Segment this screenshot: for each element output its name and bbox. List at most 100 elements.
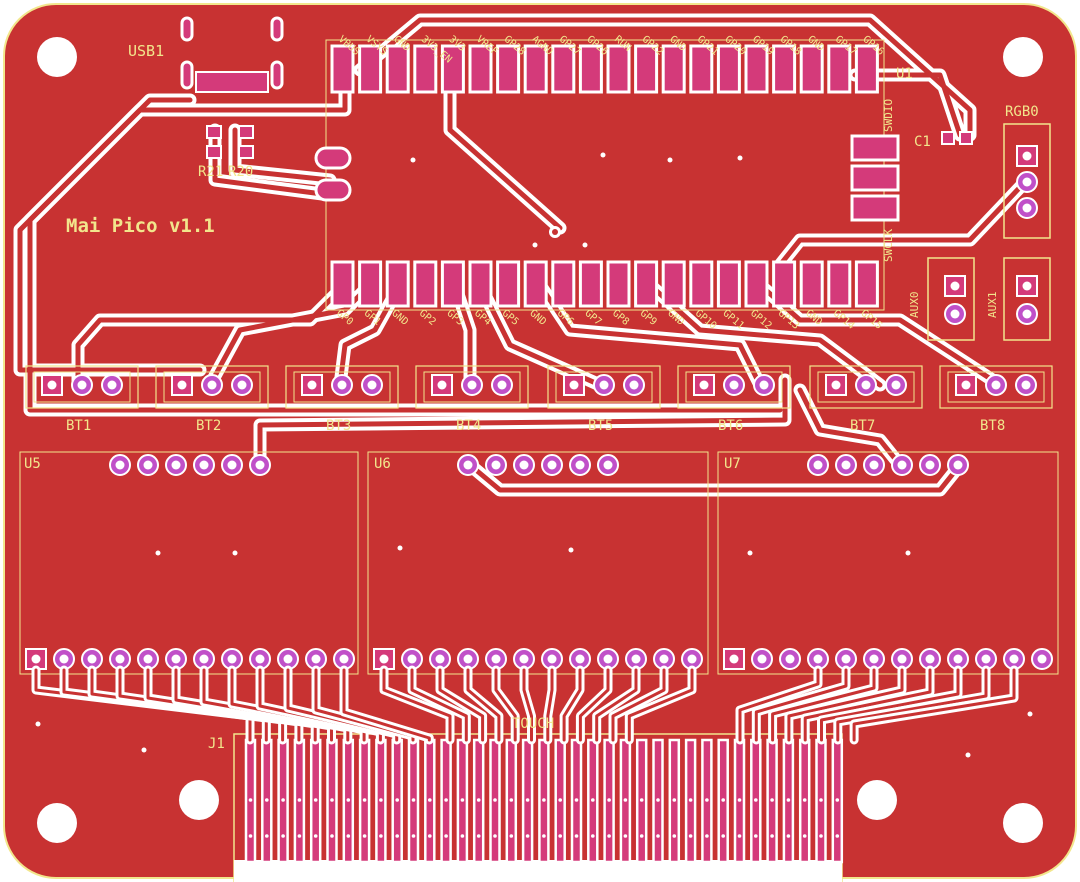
j1-via [672, 798, 677, 802]
swclk-label: SWCLK [882, 229, 895, 262]
j1-trace [562, 668, 582, 742]
pin-hole [869, 654, 879, 664]
pin-hole [659, 654, 669, 664]
usb-ref: USB1 [128, 42, 164, 60]
aux0-outline [927, 257, 975, 341]
j1-via [558, 834, 562, 838]
j1-via [656, 798, 660, 802]
u1-bottom-pad [413, 260, 438, 308]
board-title: Mai Pico v1.1 [66, 215, 215, 237]
pin-hole [757, 654, 767, 664]
pin-hole [629, 380, 639, 390]
pin-hole [199, 460, 209, 470]
j1-trace [342, 668, 431, 742]
u1-top-pads [330, 44, 879, 94]
pin-hole [575, 654, 585, 664]
pin-hole [1022, 203, 1032, 213]
pin-hole [687, 654, 697, 664]
u1-top-pad [744, 44, 769, 94]
j1-via [297, 834, 302, 838]
j1-fingers [244, 738, 844, 864]
button-outline [547, 365, 661, 409]
j1-via [688, 834, 693, 838]
pin-hole [547, 460, 557, 470]
j1-via [607, 798, 611, 802]
button-outline [677, 365, 791, 409]
pin-hole [981, 654, 991, 664]
button-body [33, 371, 131, 403]
pin-hole [861, 380, 871, 390]
pin-hole [897, 460, 907, 470]
u1-top-pad [827, 44, 852, 94]
j1-via [509, 834, 514, 838]
u5-ref: U5 [24, 456, 41, 472]
j1-via [705, 834, 709, 838]
pin-hole [891, 380, 901, 390]
pin-hole [467, 380, 477, 390]
j1-trace [438, 668, 485, 742]
pin-hole [237, 380, 247, 390]
vias [35, 152, 1033, 758]
j1-via [770, 798, 774, 802]
j1-trace [578, 668, 610, 742]
j1-via [623, 798, 628, 802]
j1-via [297, 798, 302, 802]
j1-trace [738, 668, 820, 742]
touch-label: TOUCH [512, 716, 554, 732]
u1-top-pad [772, 44, 797, 94]
pin-hole [950, 309, 960, 319]
u1-bottom-pad [440, 260, 465, 308]
pin-hole [1021, 380, 1031, 390]
u1-bottom-pad [634, 260, 659, 308]
j1-via [265, 834, 269, 838]
module-pins [25, 454, 1053, 670]
j1-trace [836, 668, 988, 742]
u1-top-pad [634, 44, 659, 94]
j1-trace [595, 668, 638, 742]
j1-via [591, 798, 595, 802]
r20-ref: R20 [228, 164, 253, 180]
j1-via [639, 834, 644, 838]
pin-hole [991, 380, 1001, 390]
pin-hole [115, 460, 125, 470]
pin-hole [107, 380, 117, 390]
pin-hole [925, 460, 935, 470]
j1-via [460, 798, 465, 802]
pin-hole [171, 460, 181, 470]
pin-hole [227, 460, 237, 470]
pin-hole [177, 380, 187, 390]
pin-hole [519, 654, 529, 664]
pin-hole [337, 380, 347, 390]
u1-ref: U1 [896, 66, 913, 82]
pin-hole [1022, 151, 1032, 161]
pin-hole [869, 460, 879, 470]
pin-hole [87, 654, 97, 664]
c1-ref: C1 [914, 134, 931, 150]
button-outline [155, 365, 269, 409]
pin-hole [729, 654, 739, 664]
j1-via [737, 834, 742, 838]
c1-pad-b [959, 131, 973, 145]
j1-via [444, 834, 448, 838]
pin-hole [841, 654, 851, 664]
pin-hole [759, 380, 769, 390]
j1-via [411, 834, 416, 838]
u1-top-pad [330, 44, 355, 94]
j1-via [525, 798, 530, 802]
button-outline [25, 365, 139, 409]
u1-top-pad [716, 44, 741, 94]
button-outline [415, 365, 529, 409]
j1-via [265, 798, 269, 802]
pin-hole [491, 460, 501, 470]
j1-via [281, 798, 285, 802]
u1-bottom-pad [496, 260, 521, 308]
j1-trace [522, 668, 533, 742]
j1-trace [754, 668, 848, 742]
pin-hole [77, 380, 87, 390]
pin-hole [199, 654, 209, 664]
u1-top-pad [854, 44, 879, 94]
button-body [947, 371, 1045, 403]
j1-via [395, 834, 400, 838]
pin-hole [1037, 654, 1047, 664]
pin-hole [729, 380, 739, 390]
